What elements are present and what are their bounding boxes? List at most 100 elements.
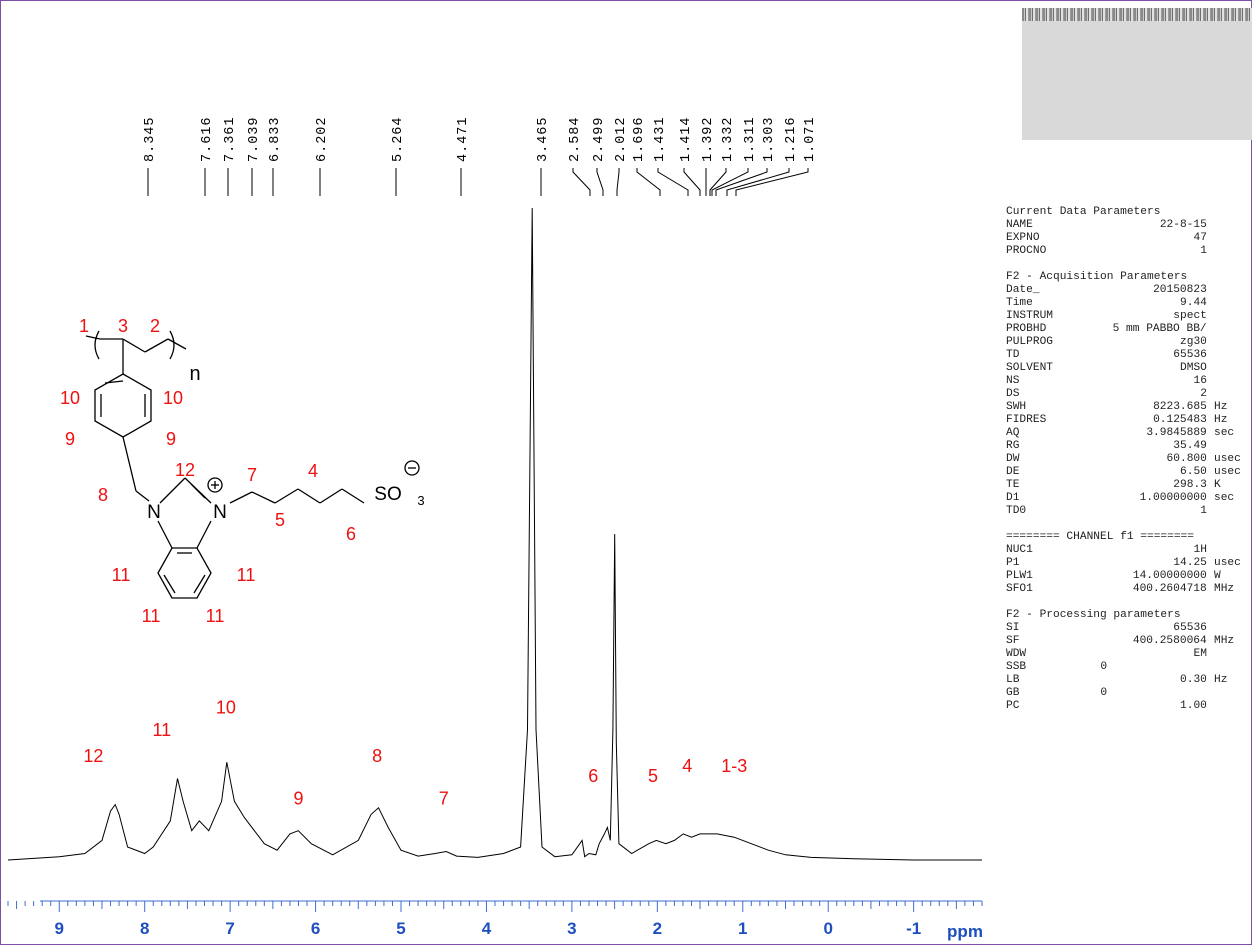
benzene-ring: [94, 373, 152, 438]
param-unit: MHz: [1214, 635, 1235, 647]
structure-label: 3: [417, 493, 424, 508]
peak-annotation-label: 9: [293, 789, 303, 809]
peak-pick-label: 1.216: [784, 116, 799, 162]
param-value: DMSO: [1180, 362, 1207, 374]
param-key: PC: [1006, 700, 1020, 712]
param-unit: usec: [1214, 557, 1241, 569]
param-value: 20150823: [1153, 284, 1207, 296]
peak-pick-line: [657, 168, 689, 196]
butyl-bond: [251, 491, 276, 504]
param-row: TE 298.3 K: [1006, 479, 1252, 492]
peak-pick-line: [596, 168, 604, 196]
x-tick-label: 4: [482, 919, 492, 938]
param-value: 0.30: [1180, 674, 1207, 686]
param-key: DE: [1006, 466, 1020, 478]
peak-pick-label: 7.361: [223, 116, 238, 162]
param-key: TE: [1006, 479, 1020, 491]
param-value: 1: [1200, 245, 1207, 257]
param-key: PROBHD: [1006, 323, 1047, 335]
peak-annotation-label: 11: [152, 720, 171, 740]
ring-double-bond: [104, 380, 124, 384]
param-unit: MHz: [1214, 583, 1235, 595]
benzo-ring: [157, 547, 212, 599]
chain-bond: [144, 338, 169, 353]
peak-pick-label: 1.311: [743, 116, 758, 162]
param-key: DW: [1006, 453, 1020, 465]
peak-pick-line: [572, 168, 591, 196]
param-key: SSB: [1006, 661, 1027, 673]
x-tick-label: -1: [906, 919, 921, 938]
param-key: SI: [1006, 622, 1020, 634]
butyl-bond: [297, 488, 321, 504]
param-key: SF: [1006, 635, 1020, 647]
param-section-title: F2 - Acquisition Parameters: [1006, 271, 1188, 283]
structure-label: 3: [118, 316, 128, 336]
param-section-title: Current Data Parameters: [1006, 206, 1161, 218]
param-value: 298.3: [1173, 479, 1207, 491]
param-unit: Hz: [1214, 401, 1228, 413]
param-row: Date_20150823: [1006, 284, 1252, 297]
peak-pick-label: 1.071: [803, 116, 818, 162]
butyl-bond: [274, 488, 299, 504]
peak-annotation-label: 5: [648, 766, 658, 786]
peak-pick-label: 2.584: [568, 116, 583, 162]
param-value: 16: [1193, 375, 1207, 387]
param-value: 400.2580064: [1132, 635, 1207, 647]
x-axis-label: ppm: [947, 922, 983, 941]
peak-pick-label: 1.392: [701, 116, 716, 162]
structure-label: 9: [166, 429, 176, 449]
imidazole-bond: [157, 520, 173, 549]
peak-pick-label: 2.499: [592, 116, 607, 162]
param-row: GB 0: [1006, 687, 1252, 700]
benzo-double-bond: [193, 574, 206, 594]
x-tick-label: 6: [311, 919, 320, 938]
benzo-double-bond: [163, 574, 176, 594]
param-key: FIDRES: [1006, 414, 1047, 426]
peak-pick-label: 8.345: [143, 116, 158, 162]
peak-pick-line: [616, 168, 620, 196]
structure-label: 8: [98, 485, 108, 505]
butyl-bond: [229, 491, 253, 504]
param-value: zg30: [1180, 336, 1207, 348]
chain-bond: [122, 338, 146, 353]
polymer-bracket-left: [94, 330, 100, 360]
param-key: EXPNO: [1006, 232, 1040, 244]
param-key: Time: [1006, 297, 1033, 309]
peak-pick-label: 6.833: [268, 116, 283, 162]
peak-annotation-label: 4: [682, 756, 692, 776]
param-unit: K: [1214, 479, 1221, 491]
peak-pick-line: [715, 168, 768, 196]
param-unit: sec: [1214, 492, 1235, 504]
param-gap: [1006, 596, 1252, 609]
param-key: TD0: [1006, 505, 1027, 517]
param-value: 0: [1100, 687, 1108, 699]
param-value: EM: [1193, 648, 1207, 660]
param-value: 35.49: [1173, 440, 1207, 452]
peak-pick-label: 4.471: [456, 116, 471, 162]
x-tick-label: 2: [653, 919, 662, 938]
x-tick-label: 3: [567, 919, 576, 938]
param-key: NS: [1006, 375, 1020, 387]
peak-pick-label: 1.332: [721, 116, 736, 162]
param-key: GB: [1006, 687, 1020, 699]
param-key: SOLVENT: [1006, 362, 1053, 374]
structure-label: 11: [142, 606, 161, 626]
benzyl-bond: [122, 436, 137, 492]
butyl-bond: [319, 488, 343, 504]
structure-label: 11: [206, 606, 225, 626]
structure-label: 10: [163, 388, 183, 408]
cation-charge-circle: [207, 477, 223, 493]
param-section-title: F2 - Processing parameters: [1006, 609, 1181, 621]
